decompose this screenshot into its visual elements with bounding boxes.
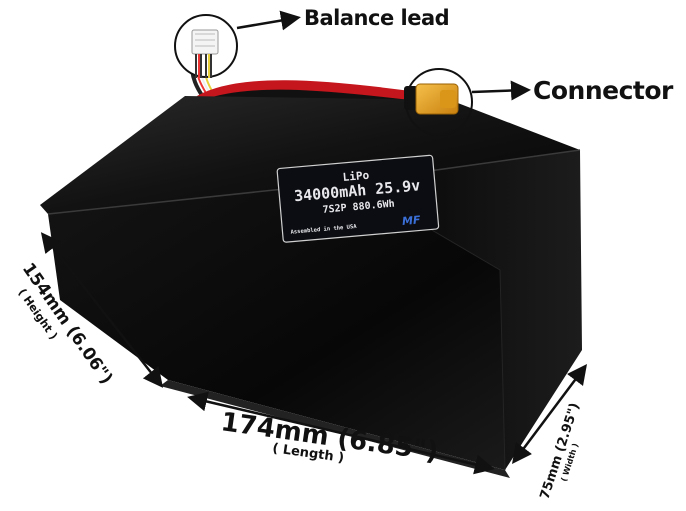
connector-callout xyxy=(405,68,531,136)
battery-label: LiPo 34000mAh 25.9v 7S2P 880.6Wh Assembl… xyxy=(276,154,440,243)
label-chemistry: LiPo xyxy=(342,169,370,184)
connector-caption: Connector xyxy=(533,76,673,105)
balance-lead-caption: Balance lead xyxy=(304,6,450,30)
label-assembled: Assembled in the USA xyxy=(290,224,357,236)
manufacturer-logo: MF xyxy=(401,213,421,228)
balance-lead-callout xyxy=(174,10,301,78)
xt-connector xyxy=(404,83,459,115)
